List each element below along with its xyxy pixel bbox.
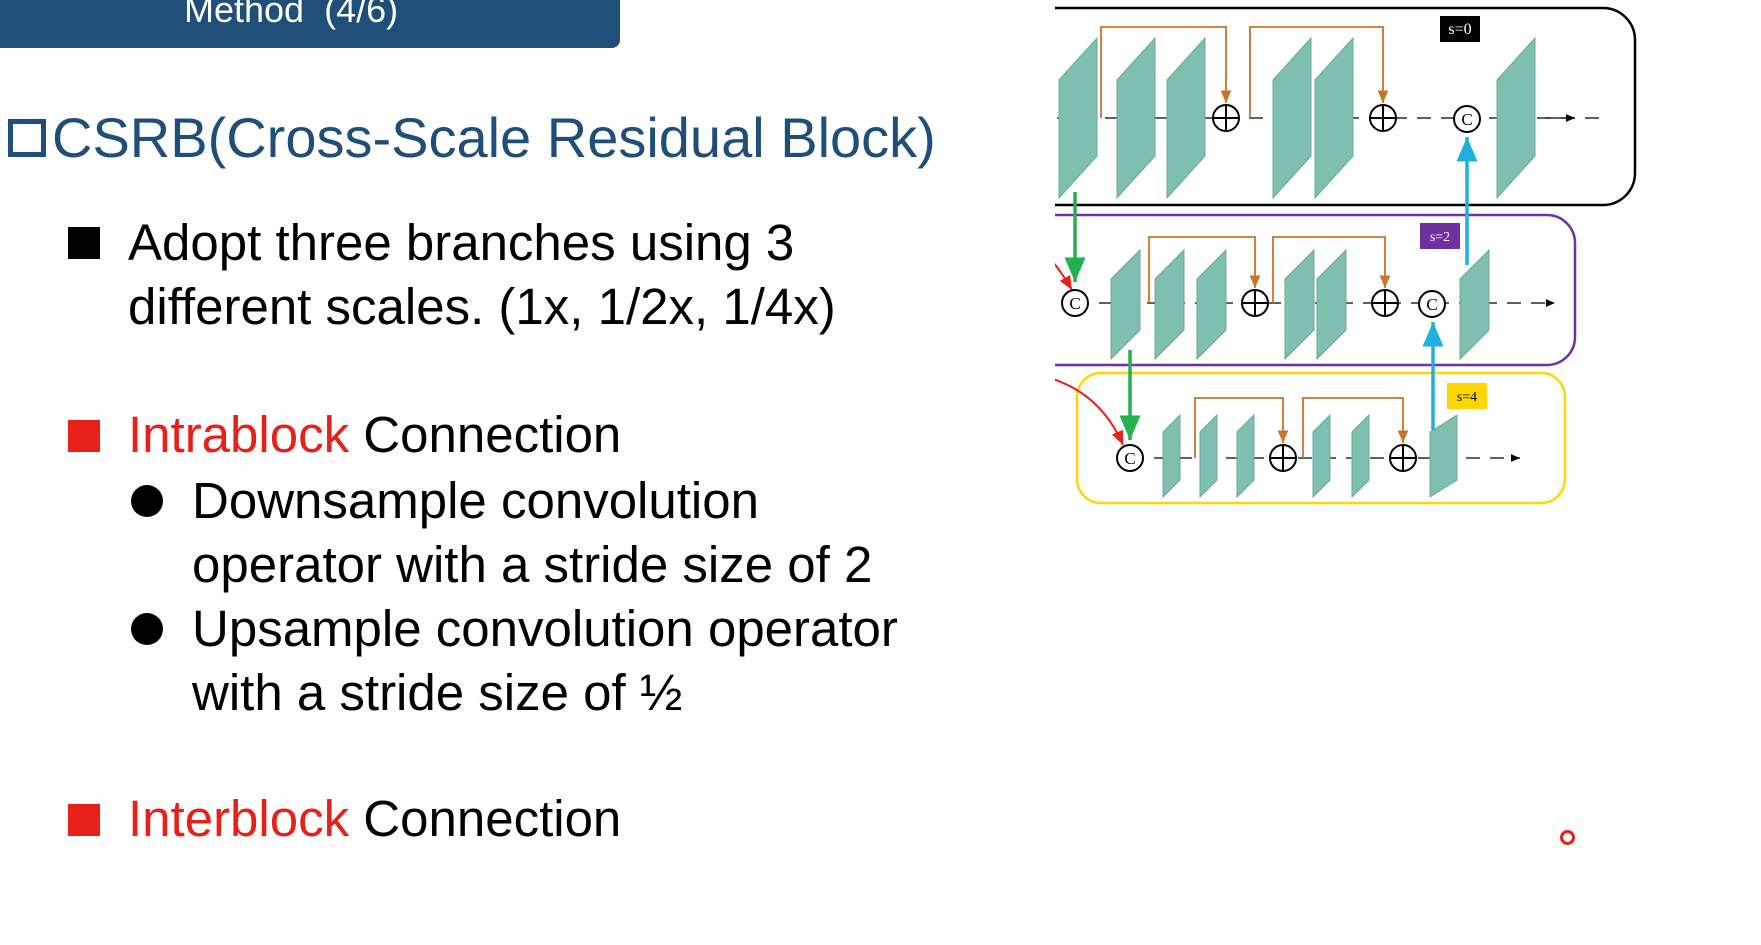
csrb-diagram: s=0 s=2 s=4	[1055, 6, 1637, 505]
scale-box-s2	[1055, 213, 1577, 367]
bullet-1-line-1: Adopt three branches using 3	[128, 214, 795, 271]
svg-text:C: C	[1461, 110, 1472, 129]
bullet-2-heading: Intrablock Connection	[128, 400, 621, 470]
scale-label-s4: s=4	[1457, 390, 1477, 405]
red-square-bullet-icon	[68, 420, 100, 452]
input-arrow-s4	[1055, 378, 1124, 446]
intrablock-rest: Connection	[349, 406, 622, 463]
interblock-rest: Connection	[349, 790, 622, 847]
scale-box-s4	[1075, 371, 1567, 505]
conv-blocks-s2	[1110, 248, 1490, 361]
laser-pointer-dot	[1560, 830, 1575, 845]
svg-text:C: C	[1426, 295, 1437, 314]
intrablock-highlight: Intrablock	[128, 406, 350, 463]
round-bullet-icon	[131, 485, 163, 517]
input-arrow-s2	[1055, 263, 1073, 291]
skip-connections	[1100, 26, 1409, 458]
concat-labels: C C C C C	[1069, 110, 1472, 468]
scale-box-s0	[1055, 6, 1637, 207]
section-title-text: CSRB(Cross-Scale Residual Block)	[52, 106, 936, 169]
sub-bullet-1-line-1: Downsample convolution	[192, 472, 759, 529]
scale-label-s0: s=0	[1448, 21, 1471, 38]
bullet-3-heading: Interblock Connection	[128, 784, 621, 854]
add-nodes	[1212, 104, 1417, 472]
header-bar: Method (4/6)	[0, 0, 620, 48]
red-square-bullet-icon	[68, 804, 100, 836]
section-title: CSRB(Cross-Scale Residual Block)	[2, 106, 936, 170]
conv-blocks-s0	[1058, 36, 1536, 200]
header-title: Method (4/6)	[184, 0, 399, 30]
round-bullet-icon	[131, 613, 163, 645]
interblock-highlight: Interblock	[128, 790, 350, 847]
sub-bullet-2-line-2: with a stride size of ½	[192, 664, 683, 721]
conv-blocks-s4	[1162, 413, 1458, 499]
svg-text:C: C	[1069, 294, 1080, 313]
bullet-1-line-2: different scales. (1x, 1/2x, 1/4x)	[128, 278, 836, 335]
hollow-square-bullet-icon	[8, 119, 46, 157]
scale-label-s2: s=2	[1430, 230, 1450, 245]
svg-text:C: C	[1124, 449, 1135, 468]
square-bullet-icon	[68, 227, 100, 259]
sub-bullet-1-line-2: operator with a stride size of 2	[192, 536, 873, 593]
concat-nodes	[1061, 105, 1481, 472]
sub-bullet-2-line-1: Upsample convolution operator	[192, 600, 898, 657]
